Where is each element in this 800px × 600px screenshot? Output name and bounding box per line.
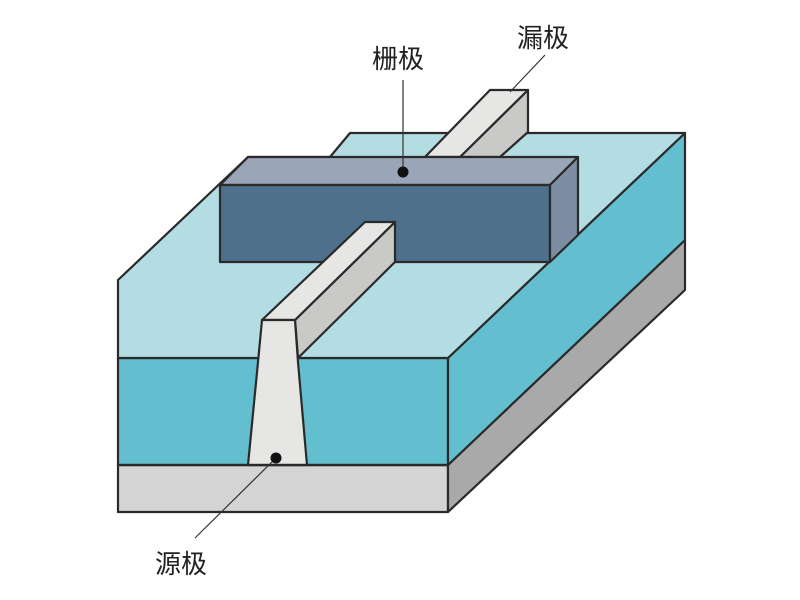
drain-leader-line [509, 54, 546, 93]
substrate-front-face [116, 463, 450, 514]
source-contact-dot [270, 452, 282, 464]
source-label: 源极 [155, 550, 207, 580]
drain-label: 漏极 [517, 24, 569, 54]
gate-contact-dot [397, 166, 409, 178]
gate-side-face [548, 155, 580, 264]
gate-label: 栅极 [372, 45, 424, 75]
source-leader-line [194, 457, 277, 539]
